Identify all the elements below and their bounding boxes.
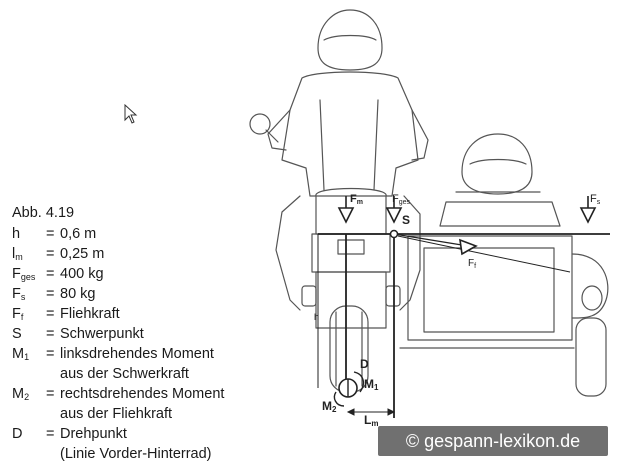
legend-value: rechtsdrehendes Moment [60,386,225,402]
legend-equals: = [46,386,55,402]
legend-row: S = Schwerpunkt [12,324,242,344]
legend-value-continued: aus der Schwerkraft [60,366,189,382]
rider-helmet [317,9,383,71]
legend-equals: = [46,346,55,362]
legend-row: M2 = rechtsdrehendes Moment aus der Fliehkr… [12,384,242,424]
sidecar-body [407,235,573,341]
mirror [249,113,271,135]
legend-equals: = [46,286,55,302]
legend-row: lm = 0,25 m [12,244,242,264]
legend-value: Drehpunkt [60,426,127,442]
force-fs-arrow [579,207,597,224]
label-ff: Ff [468,258,476,270]
legend-value: 400 kg [60,266,104,282]
sidecar-wheel [575,317,607,397]
legend-equals: = [46,426,55,442]
label-m1: M1 [364,377,379,392]
legend-row: h = 0,6 m [12,224,242,244]
legend-symbol: lm [12,246,23,262]
label-lm: Lm [364,413,378,428]
legend-equals: = [46,306,55,322]
moment-m1-arc [353,371,365,393]
legend-value: 0,25 m [60,246,105,262]
legend-rows: h = 0,6 m lm = 0,25 m Fges = 400 kg Fs = 80 kg Ff = Fl… [12,224,242,464]
legend-row: Ff = Fliehkraft [12,304,242,324]
legend-symbol: Ff [12,306,24,322]
watermark: © gespann-lexikon.de [378,426,608,456]
legend-row: Fges = 400 kg [12,264,242,284]
legend-value: Fliehkraft [60,306,120,322]
legend-symbol: D [12,426,23,442]
legend-value-continued: aus der Fliehkraft [60,406,173,422]
legend-symbol: Fges [12,266,36,282]
legend-value: 0,6 m [60,226,97,242]
center-of-gravity-point [389,229,399,239]
legend-symbol: S [12,326,22,342]
label-fges: Fges [392,193,411,206]
legend-row: M1 = linksdrehendes Moment aus der Schwerkr… [12,344,242,384]
label-fs: Fs [590,193,601,206]
label-fm: Fm [350,193,363,206]
legend-value: linksdrehendes Moment [60,346,214,362]
force-ff-arrow [459,238,478,256]
label-s: S [402,213,410,227]
legend-value: 80 kg [60,286,96,302]
figure-label: Abb. 4.19 [12,205,75,221]
rider-torso [281,71,419,197]
label-m2: M2 [322,399,337,414]
legend-symbol: M2 [12,386,30,402]
motorcycle-rear [315,187,387,235]
mouse-pointer-icon [124,104,138,124]
legend-symbol: M1 [12,346,30,362]
legend-equals: = [46,246,55,262]
legend-row: D = Drehpunkt (Linie Vorder-Hinterrad) [12,424,242,464]
legend-symbol: Fs [12,286,26,302]
moment-m2-arc [333,391,345,407]
label-d: D [360,357,369,371]
legend-symbol: h [12,226,21,242]
label-h: h [314,312,319,322]
passenger-helmet [461,133,533,195]
legend-value: Schwerpunkt [60,326,144,342]
legend-value-continued: (Linie Vorder-Hinterrad) [60,446,212,462]
legend-row: Fs = 80 kg [12,284,242,304]
legend-equals: = [46,266,55,282]
legend: Abb. 4.19 h = 0,6 m lm = 0,25 m Fges = 400 kg Fs =… [12,203,242,464]
legend-equals: = [46,326,55,342]
force-fges-arrow [385,207,403,224]
legend-equals: = [46,226,55,242]
force-fm-arrow [337,207,355,224]
